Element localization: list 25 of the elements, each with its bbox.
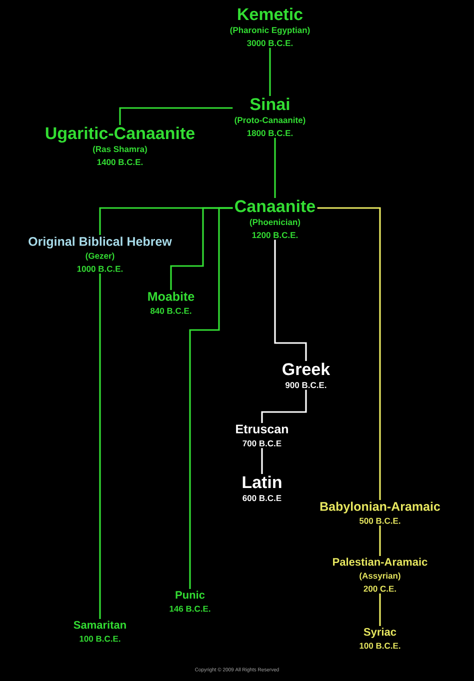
language-label: Palestian-Aramaic (Assyrian) 200 C.E. [333, 558, 428, 592]
language-label: Syriac 100 B.C.E. [360, 628, 400, 649]
tree-line [99, 274, 101, 619]
tree-line [379, 593, 381, 626]
language-label: Latin 600 B.C.E [242, 476, 282, 502]
tree-line [274, 138, 276, 198]
language-label: Ugaritic-Canaanite (Ras Shamra) 1400 B.C.E. [46, 126, 194, 166]
language-label: Canaanite (Phoenician) 1200 B.C.E. [235, 200, 316, 238]
language-label: Original Biblical Hebrew (Gezer) 1000 B.C.E. [28, 236, 172, 272]
language-label: Moabite 840 B.C.E. [148, 292, 194, 314]
tree-line [379, 526, 381, 556]
language-label: Punic 146 B.C.E. [170, 590, 210, 612]
language-label: Babylonian-Aramaic 500 B.C.E. [320, 502, 440, 524]
tree-line [269, 48, 271, 96]
language-label: Sinai (Proto-Canaanite) 1800 B.C.E. [234, 98, 306, 136]
language-label: Kemetic (Pharonic Egyptian) 3000 B.C.E. [230, 8, 310, 46]
language-label: Greek 900 B.C.E. [282, 362, 330, 388]
language-label: Etruscan 700 B.C.E [236, 424, 288, 446]
language-label: Samaritan 100 B.C.E. [74, 620, 126, 642]
tree-line [189, 207, 233, 589]
tree-line [261, 448, 263, 474]
tree-line [119, 107, 233, 125]
tree-line [317, 207, 381, 500]
tree-line [261, 390, 307, 423]
tree-line [274, 240, 307, 361]
